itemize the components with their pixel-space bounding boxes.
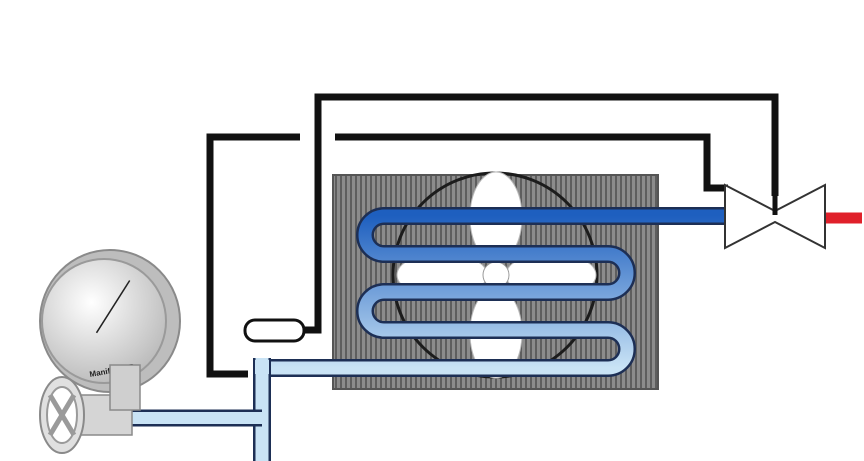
expansion-valve-icon	[724, 183, 826, 250]
handwheel-valve-icon[interactable]	[39, 364, 141, 454]
gauge-needle	[95, 280, 131, 334]
fan-icon	[391, 171, 599, 379]
external-equalizer-line	[335, 133, 728, 192]
sensing-bulb-icon	[243, 318, 306, 343]
equalizer-line	[206, 133, 300, 378]
capillary-line	[300, 93, 779, 334]
suction-line	[128, 358, 271, 461]
coil-fill	[262, 209, 730, 375]
